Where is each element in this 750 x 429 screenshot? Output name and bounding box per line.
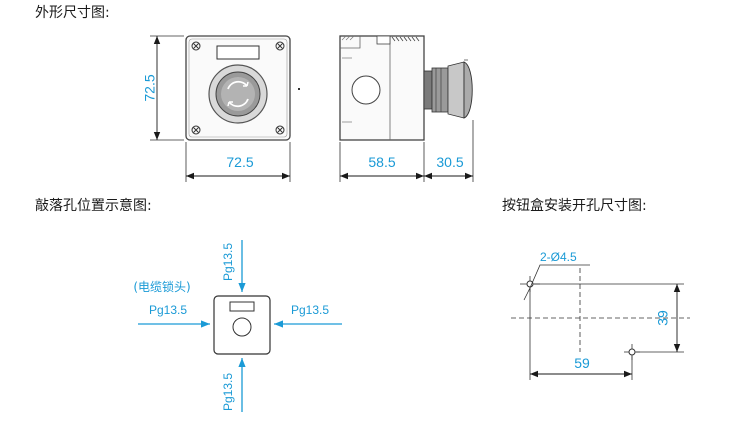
mount-hole: [628, 348, 636, 356]
dimension-button-depth-label: 30.5: [436, 154, 463, 170]
outline-drawing-title: 外形尺寸图:: [35, 5, 110, 21]
front-dimensions: [150, 35, 291, 182]
knockout-bottom-label: Pg13.5: [221, 373, 235, 411]
dimension-vertical-label: 39: [655, 310, 671, 326]
knockout-box: [213, 295, 271, 355]
emergency-stop-button-side: [423, 59, 473, 119]
screw-icon: [191, 41, 285, 135]
dimension-height-label: 72.5: [142, 74, 158, 101]
emergency-stop-button: [208, 64, 268, 124]
dimension-horizontal-label: 59: [574, 355, 590, 371]
label-plate: [216, 45, 260, 60]
knockout-top-label: Pg13.5: [221, 243, 235, 281]
knockout-left-label: Pg13.5: [149, 303, 187, 317]
dimension-box-depth-label: 58.5: [368, 154, 395, 170]
mounting-cutout-title: 按钮盒安装开孔尺寸图:: [502, 198, 647, 214]
dimension-width-label: 72.5: [226, 154, 253, 170]
knockout-diagram-title: 敲落孔位置示意图:: [35, 198, 152, 214]
knockout-right-label: Pg13.5: [291, 303, 329, 317]
cable-lock-label: (电缆锁头): [133, 279, 190, 294]
hole-spec-label: 2-Ø4.5: [540, 250, 577, 264]
side-view: [339, 35, 425, 141]
knockout-arrows: [138, 240, 342, 412]
side-dimensions: [339, 120, 474, 182]
front-view: [185, 35, 300, 141]
mounting-cutout: [511, 264, 690, 380]
